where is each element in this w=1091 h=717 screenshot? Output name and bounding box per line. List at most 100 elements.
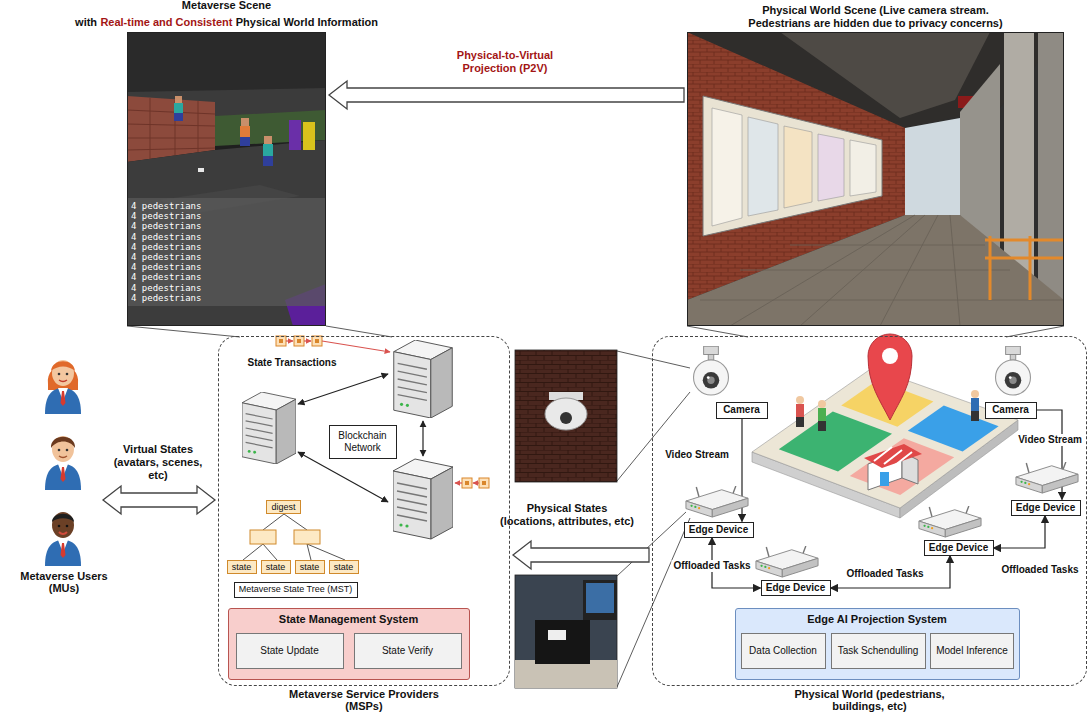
camera-photo <box>560 412 572 424</box>
pedestrian-figure <box>818 421 826 431</box>
edge-device-photo <box>535 620 590 664</box>
box-label: Blockchain Network <box>330 430 396 454</box>
edge-label-holder: Video Stream <box>663 449 731 461</box>
heading-holder: Edge AI Projection System <box>736 613 1019 626</box>
leader-line <box>617 351 690 368</box>
camera-photo <box>515 350 617 482</box>
metaverse-scene-picture <box>127 32 326 326</box>
dashed-region: Blockchain Networkdigeststatestatestates… <box>218 336 510 686</box>
transaction-chain <box>286 341 390 352</box>
label-holder: State Transactions <box>248 357 337 369</box>
box-label: state <box>334 562 354 572</box>
box-label: Camera <box>992 404 1029 416</box>
leader-line <box>127 326 1064 687</box>
leader-line <box>617 392 690 481</box>
label-holder: 4 pedestrians <box>131 242 201 252</box>
avatar <box>174 113 183 121</box>
connector-arrow <box>994 516 1046 549</box>
physical-scene-photo <box>703 96 882 236</box>
tree-node-box <box>250 530 320 544</box>
chat-line: 4 pedestrians <box>131 262 201 272</box>
system-box: Data Collection Task Schendulling Model In… <box>735 608 1020 680</box>
box-label: Edge Device <box>689 524 748 536</box>
box-label: State Update <box>260 645 318 657</box>
transaction-chain <box>455 482 462 483</box>
part-label: State Transactions <box>248 357 337 369</box>
transaction-chain <box>286 340 293 341</box>
tree-node-box: state <box>227 560 257 574</box>
server-icon <box>242 392 296 464</box>
physical-scene-photo <box>700 215 1064 326</box>
label-holder: 4 pedestrians <box>131 221 201 231</box>
box-label: state <box>300 562 320 572</box>
transaction-chain <box>465 481 469 485</box>
system-title: State Management System <box>229 613 469 626</box>
box-label: state <box>232 562 252 572</box>
edge-label: Virtual States (avatars, scenes, etc) <box>108 443 208 482</box>
camera-photo <box>545 398 587 430</box>
state-tree-links <box>243 514 345 560</box>
pedestrian-figure <box>796 390 979 431</box>
label-holder: 4 pedestrians <box>131 283 201 293</box>
edge-device-icon <box>919 506 981 537</box>
block-arrow <box>329 81 684 109</box>
physical-scene-photo <box>687 32 1064 326</box>
transaction-chain <box>304 340 311 341</box>
heading-holder: State Management System <box>229 613 469 626</box>
network-arrow <box>298 374 388 404</box>
pedestrian-figure <box>796 396 804 404</box>
physical-scene-photo <box>784 126 812 208</box>
user-figure <box>45 360 81 566</box>
box-label: Task Schendulling <box>838 645 919 657</box>
process-box: Blockchain Network <box>329 425 397 459</box>
pedestrian-figure <box>971 411 979 421</box>
metaverse-scene-picture <box>127 32 326 326</box>
edge-label: Offloaded Tasks <box>1001 564 1078 576</box>
edge-label: Physical States (locations, attributes, … <box>499 502 636 528</box>
shop-icon <box>864 444 922 468</box>
transaction-chain <box>479 478 489 488</box>
edge-device-photo <box>548 630 566 640</box>
tree-node-box <box>250 530 276 544</box>
metaverse-scene-picture <box>198 168 204 172</box>
transaction-chain <box>279 339 283 343</box>
pedestrian-figure <box>796 417 804 427</box>
label-holder: 4 pedestrians <box>131 211 201 221</box>
heading-holder: Metaverse ScenewithReal-time and Consist… <box>17 0 437 30</box>
region-label: Metaverse Service Providers (MSPs) <box>277 688 452 712</box>
pedestrian-figure <box>971 390 979 398</box>
avatar <box>174 103 183 113</box>
label-holder: 4 pedestrians <box>131 293 201 303</box>
edge-label-holder: Virtual States (avatars, scenes, etc) <box>108 443 208 482</box>
physical-scene-photo <box>1038 32 1064 326</box>
edge-label: Physical-to-Virtual Projection (P2V) <box>448 49 563 75</box>
tree-node-box <box>294 530 320 544</box>
device-label-box: Edge Device <box>761 580 831 596</box>
device-label-box: Edge Device <box>1011 500 1081 516</box>
network-arrow <box>298 374 423 502</box>
edge-device-photo <box>586 583 614 613</box>
edge-label: Video Stream <box>1016 434 1084 446</box>
physical-scene-photo <box>712 108 742 226</box>
edge-device-photo <box>515 660 617 688</box>
panel-title: Metaverse Scene <box>17 0 437 12</box>
panel-title: Real-time and Consistent <box>100 16 232 28</box>
panel-title: Physical World Information <box>236 16 378 28</box>
avatar <box>175 96 182 103</box>
system-box: State UpdateState VerifyState Management… <box>228 608 470 680</box>
box-label: Data Collection <box>749 645 817 657</box>
shop-icon <box>864 444 922 490</box>
box-label: Edge Device <box>929 542 988 554</box>
module-box: Model Inference <box>930 633 1014 669</box>
chat-line: 4 pedestrians <box>131 252 201 262</box>
transaction-chain <box>315 339 319 343</box>
transaction-chain <box>482 481 486 485</box>
edge-label: Video Stream <box>663 449 731 461</box>
network-arrow <box>298 452 388 502</box>
tree-node-box: digest <box>266 500 301 514</box>
transaction-chain <box>294 336 304 346</box>
edge-device-photo <box>515 575 617 688</box>
module-box: State Update <box>236 633 344 669</box>
edge-device-icon <box>756 546 818 577</box>
